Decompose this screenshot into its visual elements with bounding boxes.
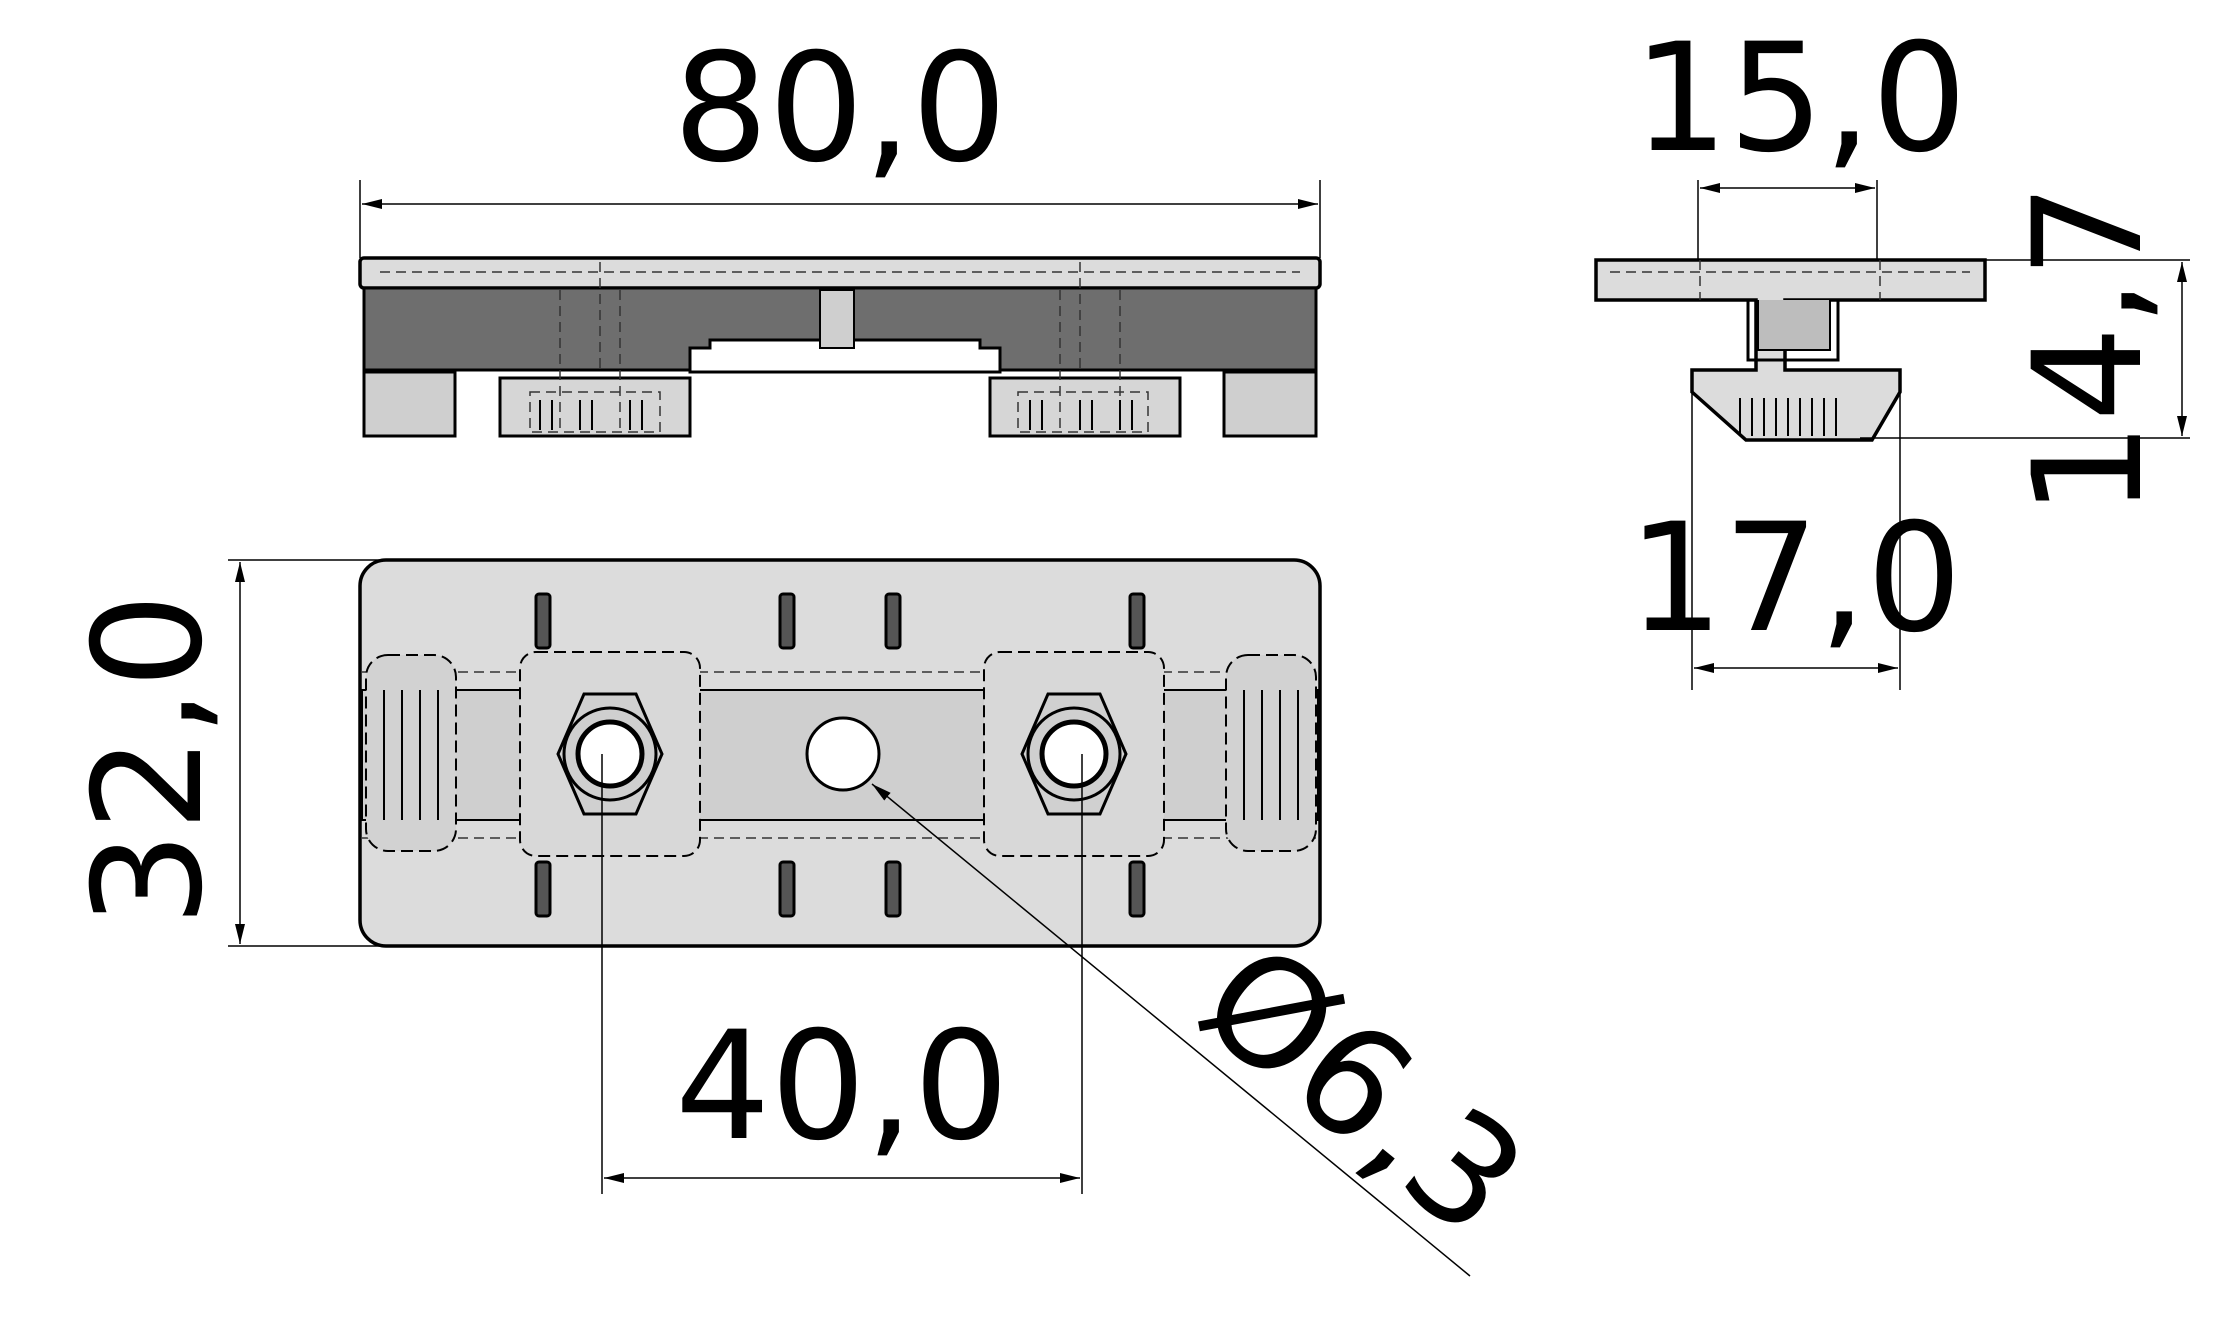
dim-text-hole-spacing: 40,0 <box>675 1000 1009 1174</box>
dim-text-height: 14,7 <box>2002 183 2176 517</box>
side-view <box>1594 180 2190 690</box>
front-view <box>358 180 1322 438</box>
dim-text-bottom-width: 17,0 <box>1628 492 1962 666</box>
dim-text-hole-diameter: Ø6,3 <box>1169 911 1556 1271</box>
center-hole <box>805 716 881 792</box>
dim-text-length: 80,0 <box>673 22 1007 196</box>
top-view <box>228 558 1471 1277</box>
dim-leader-diameter <box>871 783 1471 1277</box>
dim-text-top-width: 15,0 <box>1633 12 1967 186</box>
dim-text-plate-width: 32,0 <box>62 593 236 927</box>
